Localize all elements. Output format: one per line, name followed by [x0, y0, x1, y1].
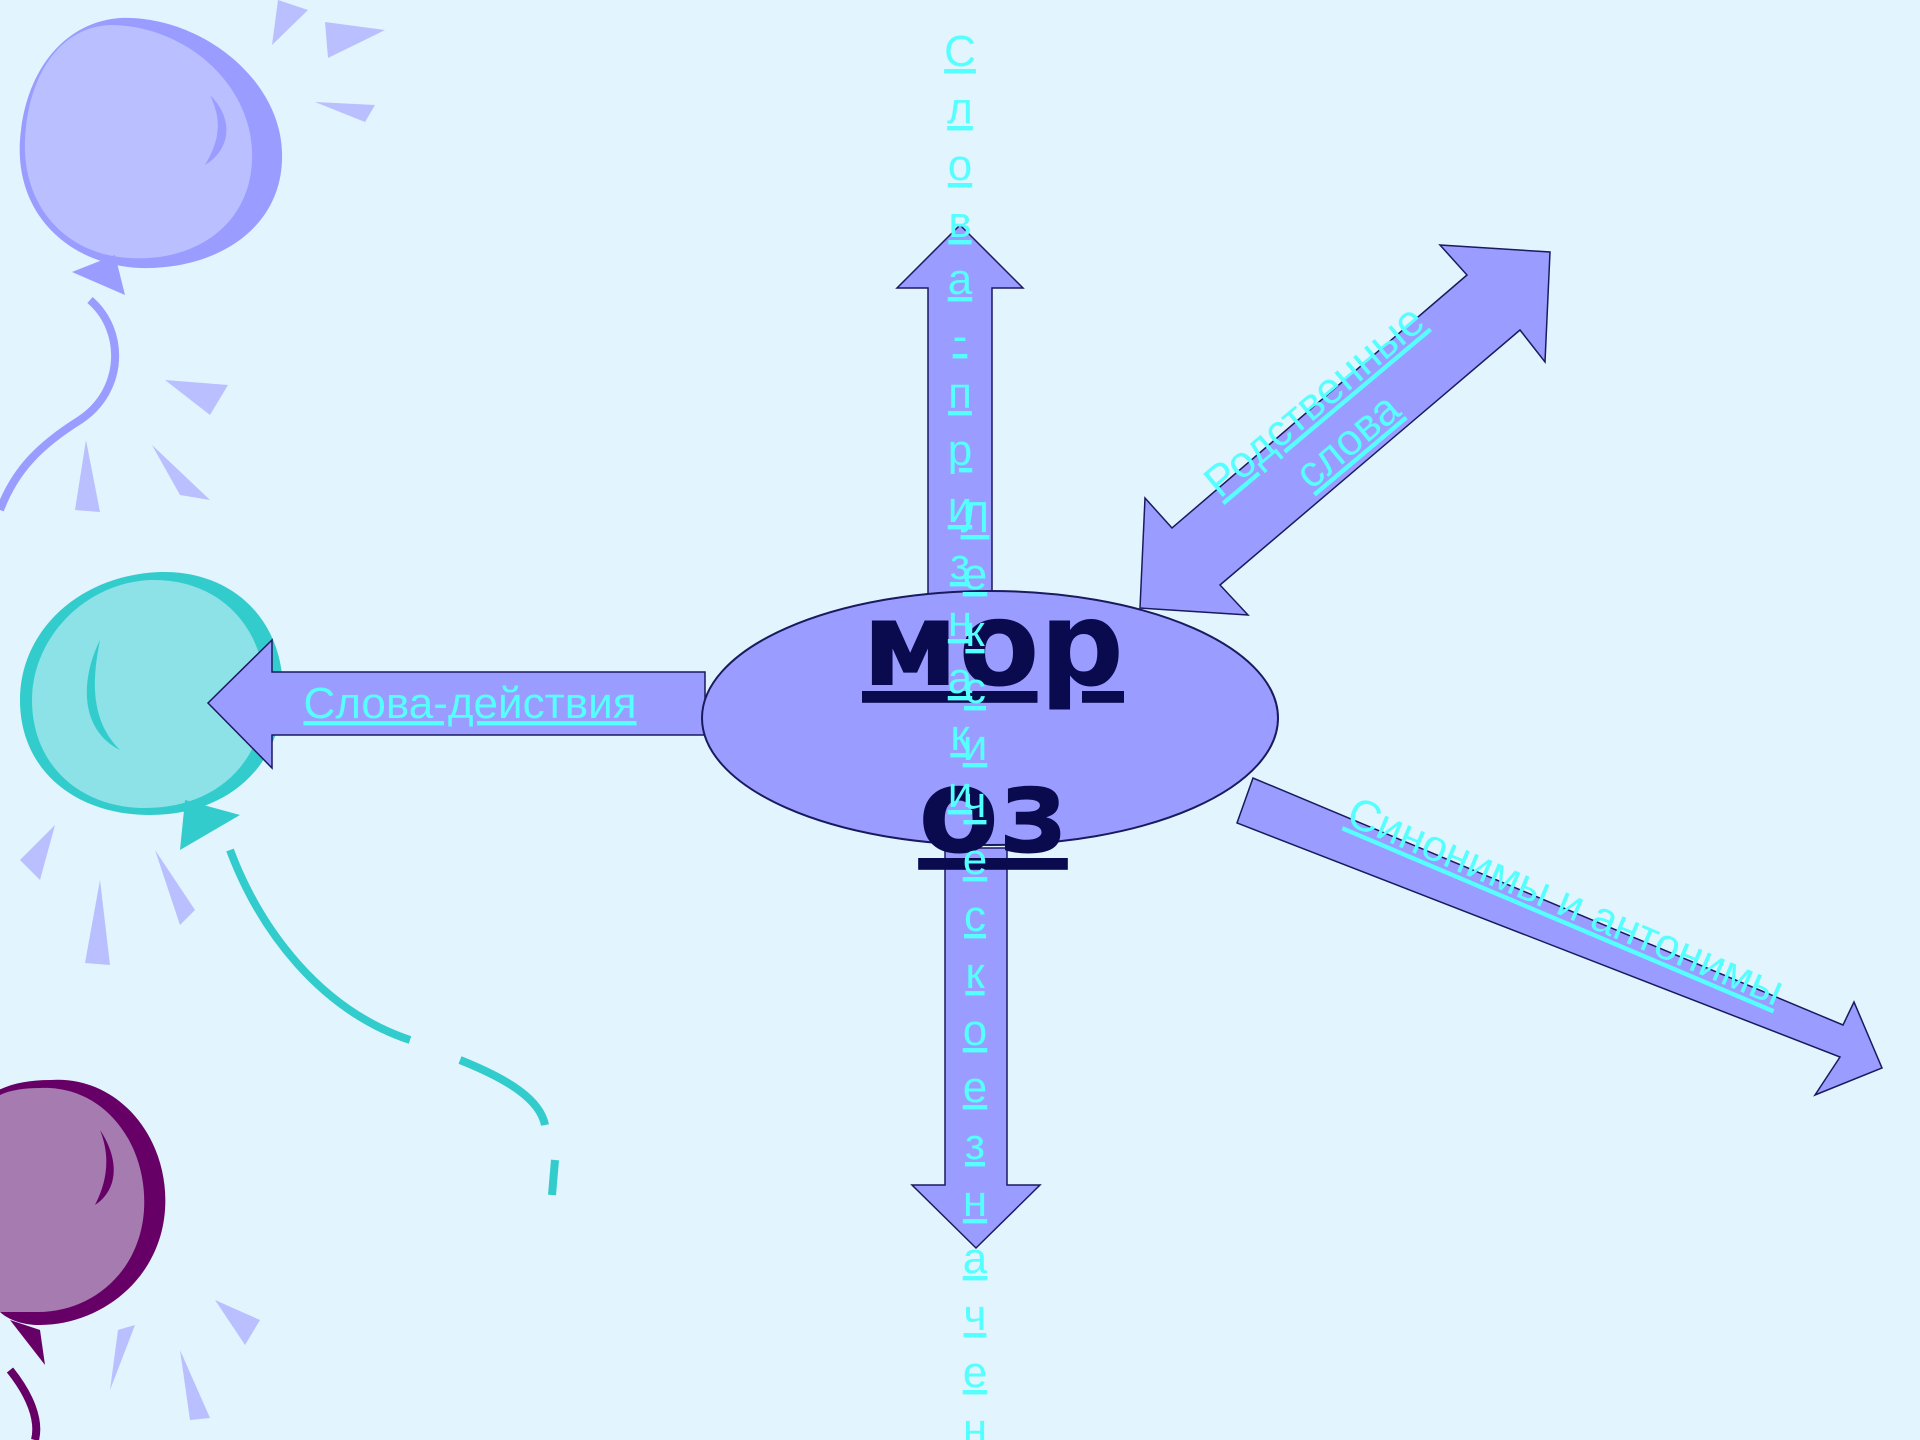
balloon-purple	[0, 1079, 260, 1440]
link-letter[interactable]: з	[965, 1120, 985, 1169]
link-letter[interactable]: о	[948, 141, 972, 190]
lower-right-arrow	[1236, 777, 1883, 1097]
link-letter[interactable]: с	[964, 664, 986, 713]
link-letter[interactable]: п	[948, 369, 972, 418]
link-letter[interactable]: ч	[964, 778, 987, 827]
link-letter[interactable]: о	[963, 1006, 987, 1055]
center-ellipse	[701, 590, 1279, 846]
top-arrow	[895, 223, 1025, 596]
link-letter[interactable]: р	[948, 426, 972, 475]
link-letter[interactable]: н	[963, 1405, 987, 1440]
link-letter[interactable]: и	[963, 721, 988, 770]
link-letter[interactable]: в	[948, 198, 971, 247]
link-letter[interactable]: а	[948, 654, 973, 703]
balloon-teal	[20, 571, 559, 1196]
link-letter[interactable]: н	[948, 597, 972, 646]
link-letter[interactable]: а	[948, 255, 973, 304]
link-letter[interactable]: к	[950, 711, 970, 760]
link-letter[interactable]: ч	[964, 1291, 987, 1340]
link-letter[interactable]: и	[948, 768, 973, 817]
center-word-line1[interactable]: мор	[862, 575, 1124, 713]
link-letter[interactable]: Л	[961, 493, 990, 542]
link-letter[interactable]: и	[948, 483, 973, 532]
link-slova-deystviya[interactable]: Слова-действия	[303, 679, 636, 728]
link-sinonimy-antonimy[interactable]: Синонимы и антонимы	[1340, 788, 1790, 1016]
link-letter[interactable]: с	[964, 892, 986, 941]
link-letter[interactable]: е	[963, 1063, 987, 1112]
link-letter[interactable]: е	[963, 550, 987, 599]
link-letter[interactable]: н	[963, 1177, 987, 1226]
link-letter[interactable]: з	[950, 540, 970, 589]
link-letter[interactable]: С	[944, 27, 976, 76]
link-letter[interactable]: а	[963, 1234, 988, 1283]
link-letter[interactable]: л	[947, 84, 973, 133]
bottom-arrow	[910, 847, 1042, 1250]
link-letter[interactable]: к	[965, 949, 985, 998]
link-letter[interactable]: к	[965, 607, 985, 656]
upper-right-arrow	[1139, 244, 1551, 616]
link-letter[interactable]: е	[963, 1348, 987, 1397]
link-letter[interactable]: -	[953, 312, 968, 361]
link-letter[interactable]: е	[963, 835, 987, 884]
left-arrow	[206, 638, 706, 770]
balloon-lavender	[0, 0, 385, 512]
center-word-line2[interactable]: оз	[918, 742, 1068, 880]
